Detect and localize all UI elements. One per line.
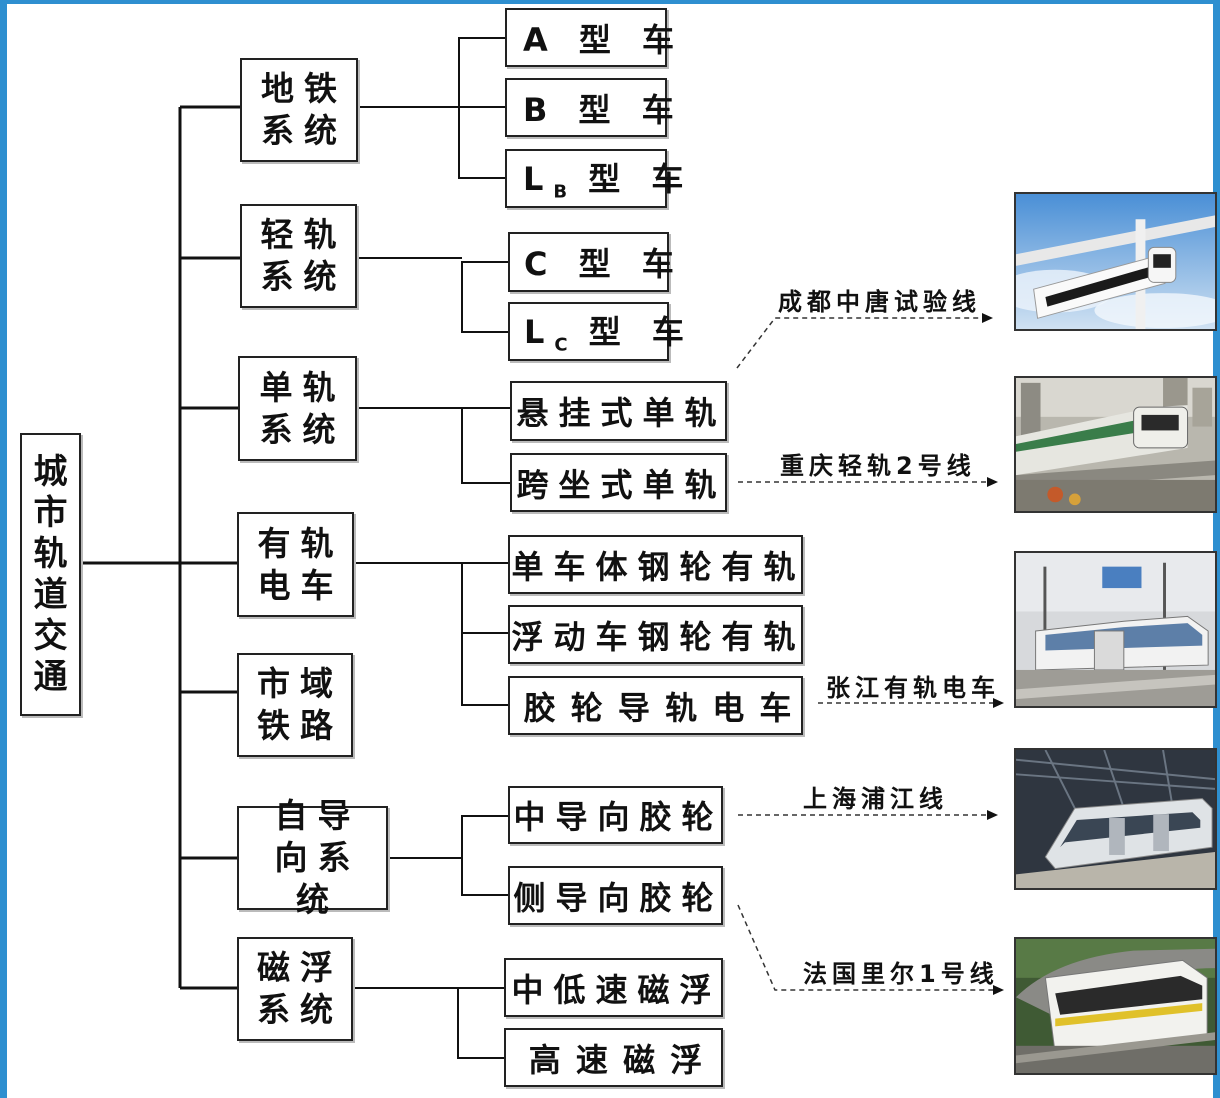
lb-subscript: B — [553, 181, 568, 203]
leaf-suspended-monorail-label: 悬挂式单轨 — [516, 394, 727, 432]
lb-letter: L — [523, 160, 554, 199]
leaf-straddle-monorail-label: 跨坐式单轨 — [516, 465, 727, 504]
leaf-b-type-car: B 型 车 — [505, 78, 674, 137]
category-guided-system-label: 自导向系 统 — [274, 796, 404, 919]
category-metro: 地铁系统 — [240, 58, 358, 162]
category-light-rail-label: 轻轨系统 — [260, 215, 347, 296]
leaf-high-speed-maglev-label: 高 速 磁 浮 — [528, 1040, 705, 1079]
rubber-tyred-tram-photo — [1014, 551, 1217, 708]
straddle-monorail-photo — [1014, 376, 1217, 513]
leaf-lc-type-car: LC 型 车 — [508, 302, 684, 361]
example-label-shanghai-pujiang: 上海浦江线 — [803, 785, 948, 813]
category-guided-system: 自导向系 统 — [237, 796, 388, 919]
leaf-high-speed-maglev: 高 速 磁 浮 — [504, 1028, 723, 1087]
category-monorail: 单轨系统 — [238, 356, 357, 461]
leaf-suspended-monorail: 悬挂式单轨 — [510, 381, 727, 441]
leaf-b-type-car-label: B 型 车 — [523, 90, 684, 129]
category-maglev: 磁浮系统 — [237, 937, 353, 1041]
category-maglev-label: 磁浮系统 — [257, 948, 343, 1029]
leaf-floating-car-steel-wheel: 浮动车钢轮有轨 — [508, 605, 803, 664]
leaf-side-guided-rubber-tyre: 侧导向胶轮 — [508, 866, 723, 925]
category-suburban-railway-label: 市域铁路 — [257, 664, 343, 745]
category-monorail-label: 单轨系统 — [259, 367, 346, 449]
category-light-rail: 轻轨系统 — [240, 204, 357, 308]
leaf-single-body-steel-wheel-label: 单车体钢轮有轨 — [511, 547, 806, 586]
leaf-rubber-tyred-guided-tram-label: 胶 轮 导 轨 电 车 — [523, 688, 794, 727]
leaf-c-type-car-label: C 型 车 — [524, 245, 684, 283]
root-node: 城市轨道交通 — [20, 433, 81, 716]
leaf-lc-type-car-label: LC 型 车 — [524, 313, 694, 356]
category-tram-label: 有轨电车 — [257, 523, 344, 605]
lc-subscript: C — [554, 334, 568, 356]
leaf-center-guided-rubber-tyre: 中导向胶轮 — [508, 786, 723, 844]
leaf-a-type-car-label: A 型 车 — [523, 20, 685, 59]
leaf-straddle-monorail: 跨坐式单轨 — [510, 453, 727, 512]
leaf-c-type-car: C 型 车 — [508, 232, 674, 292]
leaf-lb-type-car-label: LB 型 车 — [523, 160, 694, 203]
leaf-rubber-tyred-guided-tram: 胶 轮 导 轨 电 车 — [508, 676, 803, 735]
leaf-side-guided-rubber-tyre-label: 侧导向胶轮 — [513, 878, 724, 917]
example-label-zhangjiang: 张江有轨电车 — [826, 674, 1000, 702]
lc-letter: L — [524, 313, 555, 352]
leaf-medium-low-speed-maglev: 中低速磁浮 — [504, 958, 723, 1017]
apm-center-guided-photo — [1014, 748, 1217, 890]
suspended-monorail-photo — [1014, 192, 1217, 331]
leaf-floating-car-steel-wheel-label: 浮动车钢轮有轨 — [511, 617, 806, 656]
root-label: 城市轨道交通 — [33, 451, 68, 697]
leaf-a-type-car: A 型 车 — [505, 8, 674, 67]
leaf-center-guided-rubber-tyre-label: 中导向胶轮 — [513, 798, 724, 836]
vat-side-guided-photo — [1014, 937, 1217, 1075]
category-metro-label: 地铁系统 — [261, 69, 347, 150]
example-label-chengdu: 成都中唐试验线 — [778, 288, 981, 316]
leaf-lb-type-car: LB 型 车 — [505, 149, 683, 208]
example-label-lille: 法国里尔1号线 — [803, 960, 999, 988]
category-tram: 有轨电车 — [237, 512, 354, 617]
leaf-medium-low-speed-maglev-label: 中低速磁浮 — [511, 970, 722, 1009]
example-label-chongqing: 重庆轻轨2号线 — [780, 452, 976, 480]
leaf-single-body-steel-wheel: 单车体钢轮有轨 — [508, 535, 803, 594]
category-suburban-railway: 市域铁路 — [237, 653, 353, 757]
